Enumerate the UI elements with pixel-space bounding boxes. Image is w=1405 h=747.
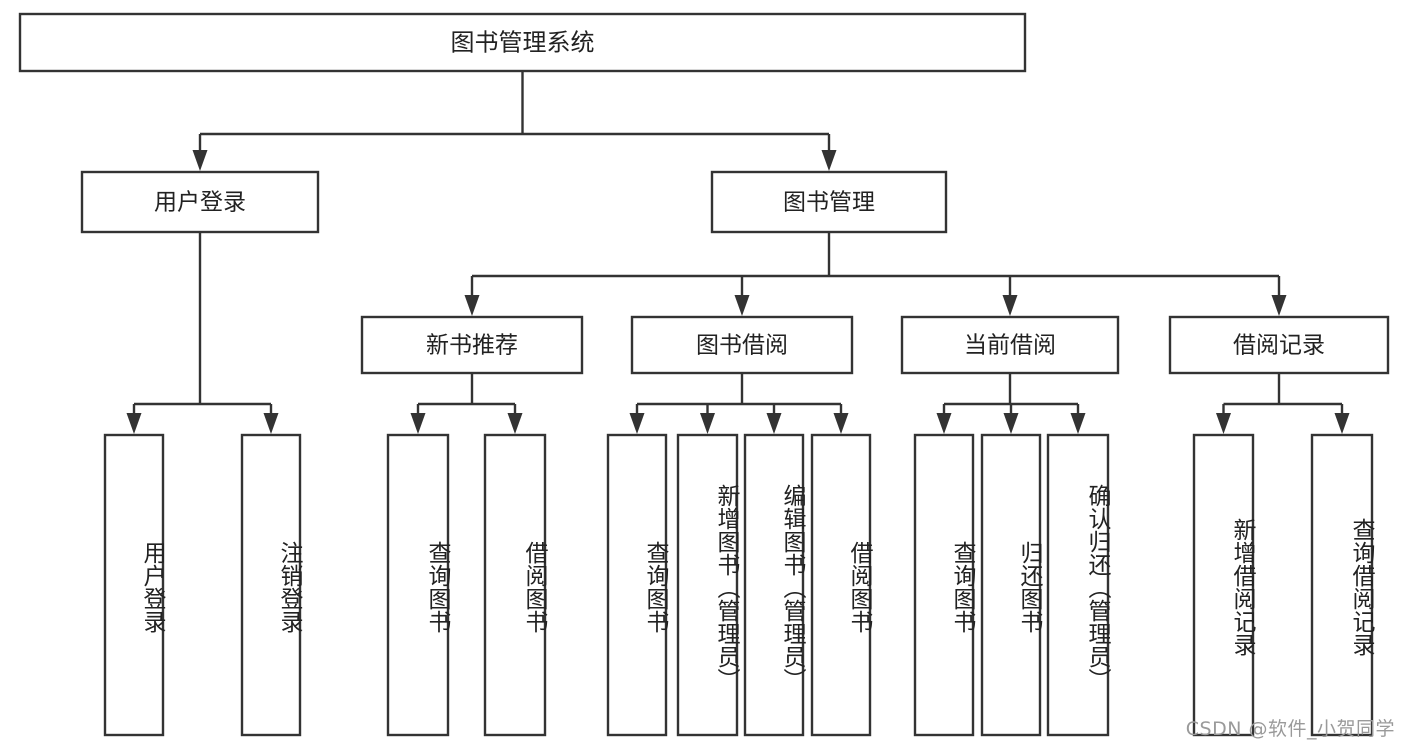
node-leaf-bb-borrow-book[interactable] bbox=[810, 433, 872, 737]
arrow-head-icon bbox=[734, 295, 750, 316]
node-leaf-bb-edit-book[interactable] bbox=[743, 433, 805, 737]
node-leaf-br-query-record[interactable] bbox=[1310, 433, 1374, 737]
arrow-head-icon bbox=[126, 413, 142, 434]
boxes-layer bbox=[18, 12, 1390, 737]
arrow-head-icon bbox=[1271, 295, 1287, 316]
node-label-user-login: 用户登录 bbox=[154, 190, 246, 216]
node-label-book-manage: 图书管理 bbox=[783, 190, 875, 216]
arrow-head-icon bbox=[833, 413, 849, 434]
arrow-head-icon bbox=[192, 150, 208, 171]
arrow-head-icon bbox=[1002, 295, 1018, 316]
node-leaf-cb-return-book[interactable] bbox=[980, 433, 1042, 737]
node-label-borrow-record: 借阅记录 bbox=[1233, 333, 1325, 359]
arrow-head-icon bbox=[629, 413, 645, 434]
arrow-head-icon bbox=[766, 413, 782, 434]
arrow-head-icon bbox=[1334, 413, 1350, 434]
node-leaf-cb-query-book[interactable] bbox=[913, 433, 975, 737]
node-leaf-bb-add-book[interactable] bbox=[676, 433, 739, 737]
node-label-book-borrow: 图书借阅 bbox=[696, 333, 788, 359]
arrow-head-icon bbox=[410, 413, 426, 434]
arrow-head-icon bbox=[263, 413, 279, 434]
node-root-root[interactable] bbox=[18, 12, 1027, 73]
node-current-borrow[interactable] bbox=[900, 315, 1120, 375]
arrow-head-icon bbox=[464, 295, 480, 316]
arrow-head-icon bbox=[821, 150, 837, 171]
arrow-head-icon bbox=[1003, 413, 1019, 434]
arrow-head-icon bbox=[700, 413, 715, 434]
node-label-new-book-rec: 新书推荐 bbox=[426, 333, 518, 359]
csdn-watermark: CSDN @软件_小贺同学 bbox=[1185, 718, 1395, 740]
arrow-head-icon bbox=[1216, 413, 1231, 434]
arrow-head-icon bbox=[936, 413, 952, 434]
node-leaf-br-add-record[interactable] bbox=[1192, 433, 1255, 737]
node-book-borrow[interactable] bbox=[630, 315, 854, 375]
node-leaf-rec-query-book[interactable] bbox=[386, 433, 450, 737]
node-leaf-user-logout[interactable] bbox=[240, 433, 302, 737]
node-book-manage[interactable] bbox=[710, 170, 948, 234]
node-label-root: 图书管理系统 bbox=[451, 29, 595, 57]
arrow-head-icon bbox=[507, 413, 523, 434]
node-label-current-borrow: 当前借阅 bbox=[964, 333, 1056, 359]
node-leaf-bb-query-book[interactable] bbox=[606, 433, 668, 737]
arrow-head-icon bbox=[1070, 413, 1086, 434]
node-leaf-user-login[interactable] bbox=[103, 433, 165, 737]
node-new-book-rec[interactable] bbox=[360, 315, 584, 375]
node-leaf-cb-confirm-return[interactable] bbox=[1046, 433, 1110, 737]
node-leaf-rec-borrow-book[interactable] bbox=[483, 433, 547, 737]
connectors-layer bbox=[126, 71, 1350, 434]
node-user-login[interactable] bbox=[80, 170, 320, 234]
node-borrow-record[interactable] bbox=[1168, 315, 1390, 375]
